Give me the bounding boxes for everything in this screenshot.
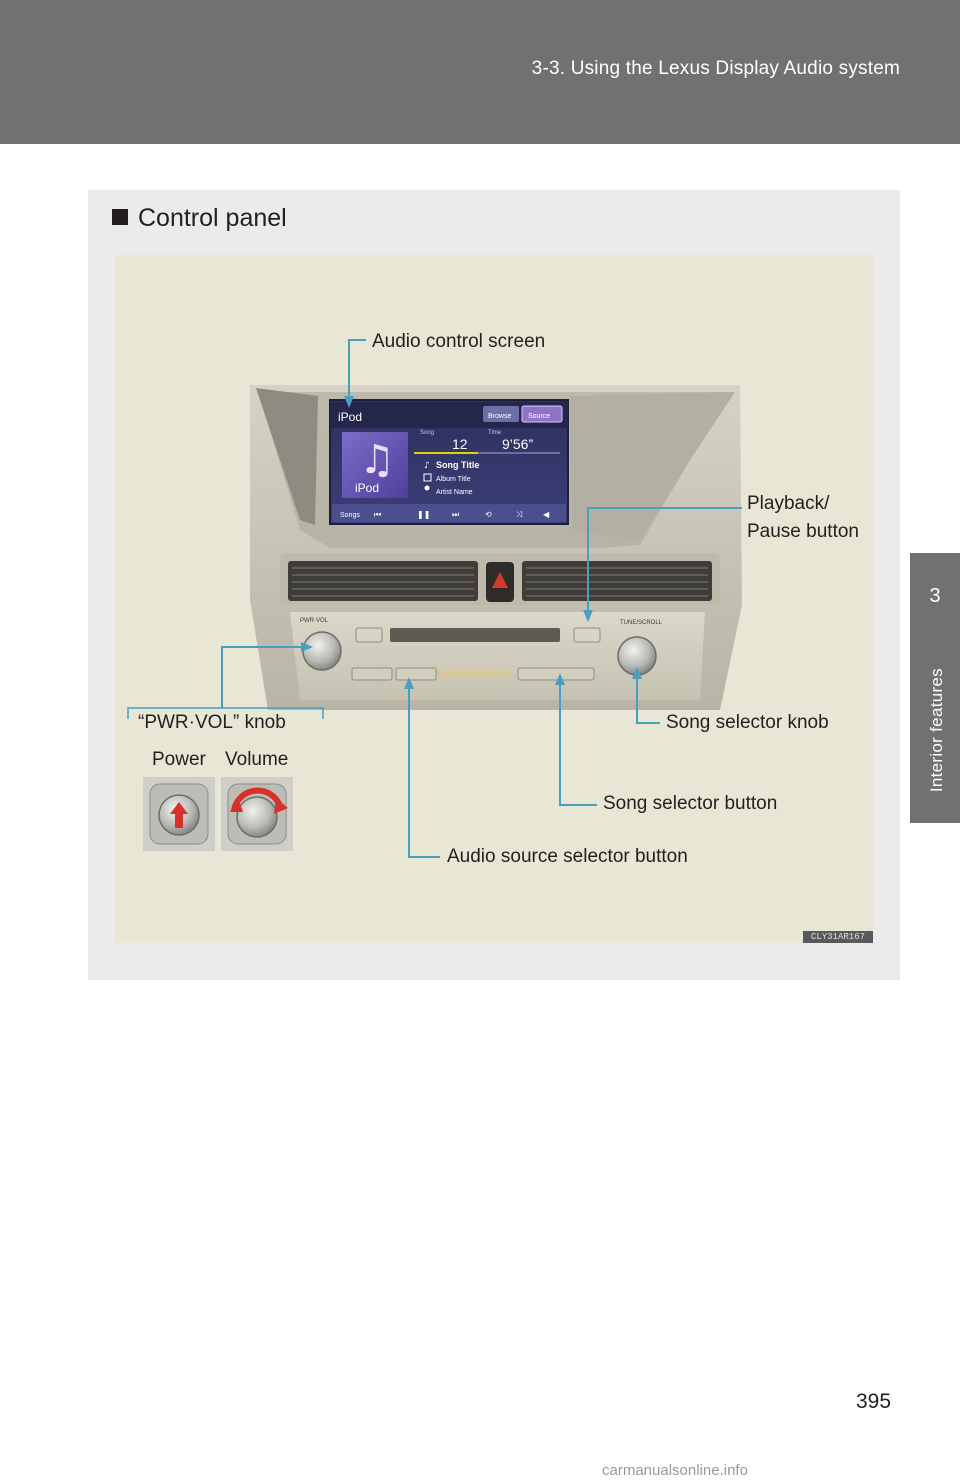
song-title: Song Title: [436, 460, 479, 470]
artist-icon: [424, 485, 430, 491]
dash-pwr-vol-text: PWR·VOL: [300, 618, 329, 624]
square-bullet-icon: [112, 209, 128, 225]
shuffle-icon: ⤨: [516, 510, 523, 519]
screen-source-name: iPod: [338, 410, 362, 424]
screen-browse-label: Browse: [488, 413, 511, 420]
song-number-label: Song: [420, 430, 434, 436]
previous-track-icon: ⏮: [374, 510, 381, 519]
playback-label-line2: Pause button: [747, 521, 859, 542]
volume-label: Volume: [225, 749, 289, 770]
album-icon: [423, 473, 432, 482]
figure-code: CLY31AR167: [803, 931, 873, 943]
dash-tune-scroll-text: TUNE/SCROLL: [620, 620, 663, 626]
audio-source-selector-button-label: Audio source selector button: [447, 846, 688, 867]
section-title: Control panel: [112, 204, 287, 233]
next-track-icon: ⏭: [452, 510, 459, 519]
album-cover: [342, 432, 408, 498]
speaker-icon: ◀: [543, 510, 550, 519]
leader-arrowheads: [301, 396, 642, 689]
screen-browse-button: [483, 406, 519, 422]
time-value: 9’56”: [502, 436, 533, 452]
cover-label: iPod: [355, 481, 379, 495]
song-selector-knob-label: Song selector knob: [666, 712, 829, 733]
page-number: 395: [856, 1390, 892, 1413]
playback-label-line1: Playback/: [747, 493, 830, 514]
audio-screen: iPod Browse Source ♫ iPod Song Time 12 9…: [329, 399, 569, 525]
repeat-icon: ⟲: [485, 510, 492, 519]
header-title: 3-3. Using the Lexus Display Audio syste…: [531, 58, 900, 79]
album-title: Album Title: [436, 476, 471, 483]
screen-source-label: Source: [528, 413, 550, 420]
note-icon: ♪: [424, 461, 430, 471]
press-arrow-icon: [170, 802, 188, 828]
time-label: Time: [488, 430, 502, 436]
song-selector-button-label: Song selector button: [603, 793, 778, 814]
page-header: 3-3. Using the Lexus Display Audio syste…: [0, 0, 960, 144]
audio-control-screen-label: Audio control screen: [372, 331, 546, 352]
screen-source-button: [521, 405, 563, 423]
volume-inset: [221, 777, 293, 851]
music-note-icon: ♫: [359, 437, 395, 483]
power-label: Power: [152, 749, 206, 770]
song-number-value: 12: [452, 436, 468, 452]
pwr-vol-knob-label: “PWR·VOL” knob: [138, 712, 286, 733]
pause-icon: ❚❚: [417, 510, 430, 519]
chapter-number: 3: [929, 585, 941, 607]
songs-button: Songs: [340, 512, 360, 519]
chapter-tab: [910, 553, 960, 823]
power-inset: [143, 777, 215, 851]
pwr-vol-knob: [302, 631, 342, 671]
watermark: carmanualsonline.info: [602, 1462, 748, 1479]
leader-lines: [127, 339, 742, 858]
artist-name: Artist Name: [436, 489, 473, 496]
